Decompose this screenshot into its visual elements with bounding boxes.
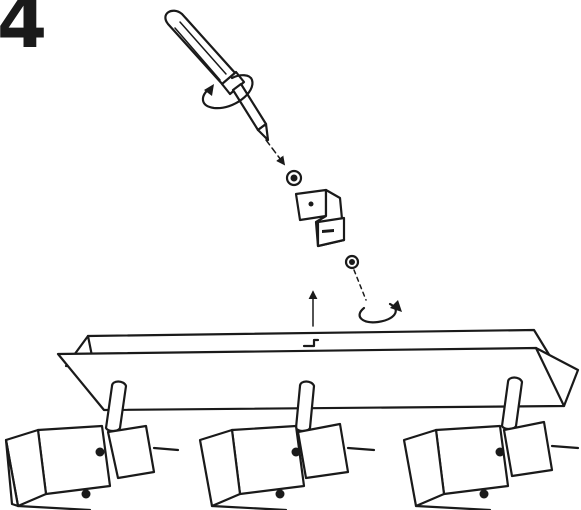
ceiling-rail-base-icon (58, 330, 578, 410)
screwdriver-icon (165, 11, 268, 140)
mounting-bracket-icon (296, 190, 344, 246)
screw-icon (346, 256, 366, 300)
rotation-arrow-icon (360, 300, 402, 322)
screw-icon (287, 171, 301, 185)
direction-arrow (266, 140, 284, 164)
